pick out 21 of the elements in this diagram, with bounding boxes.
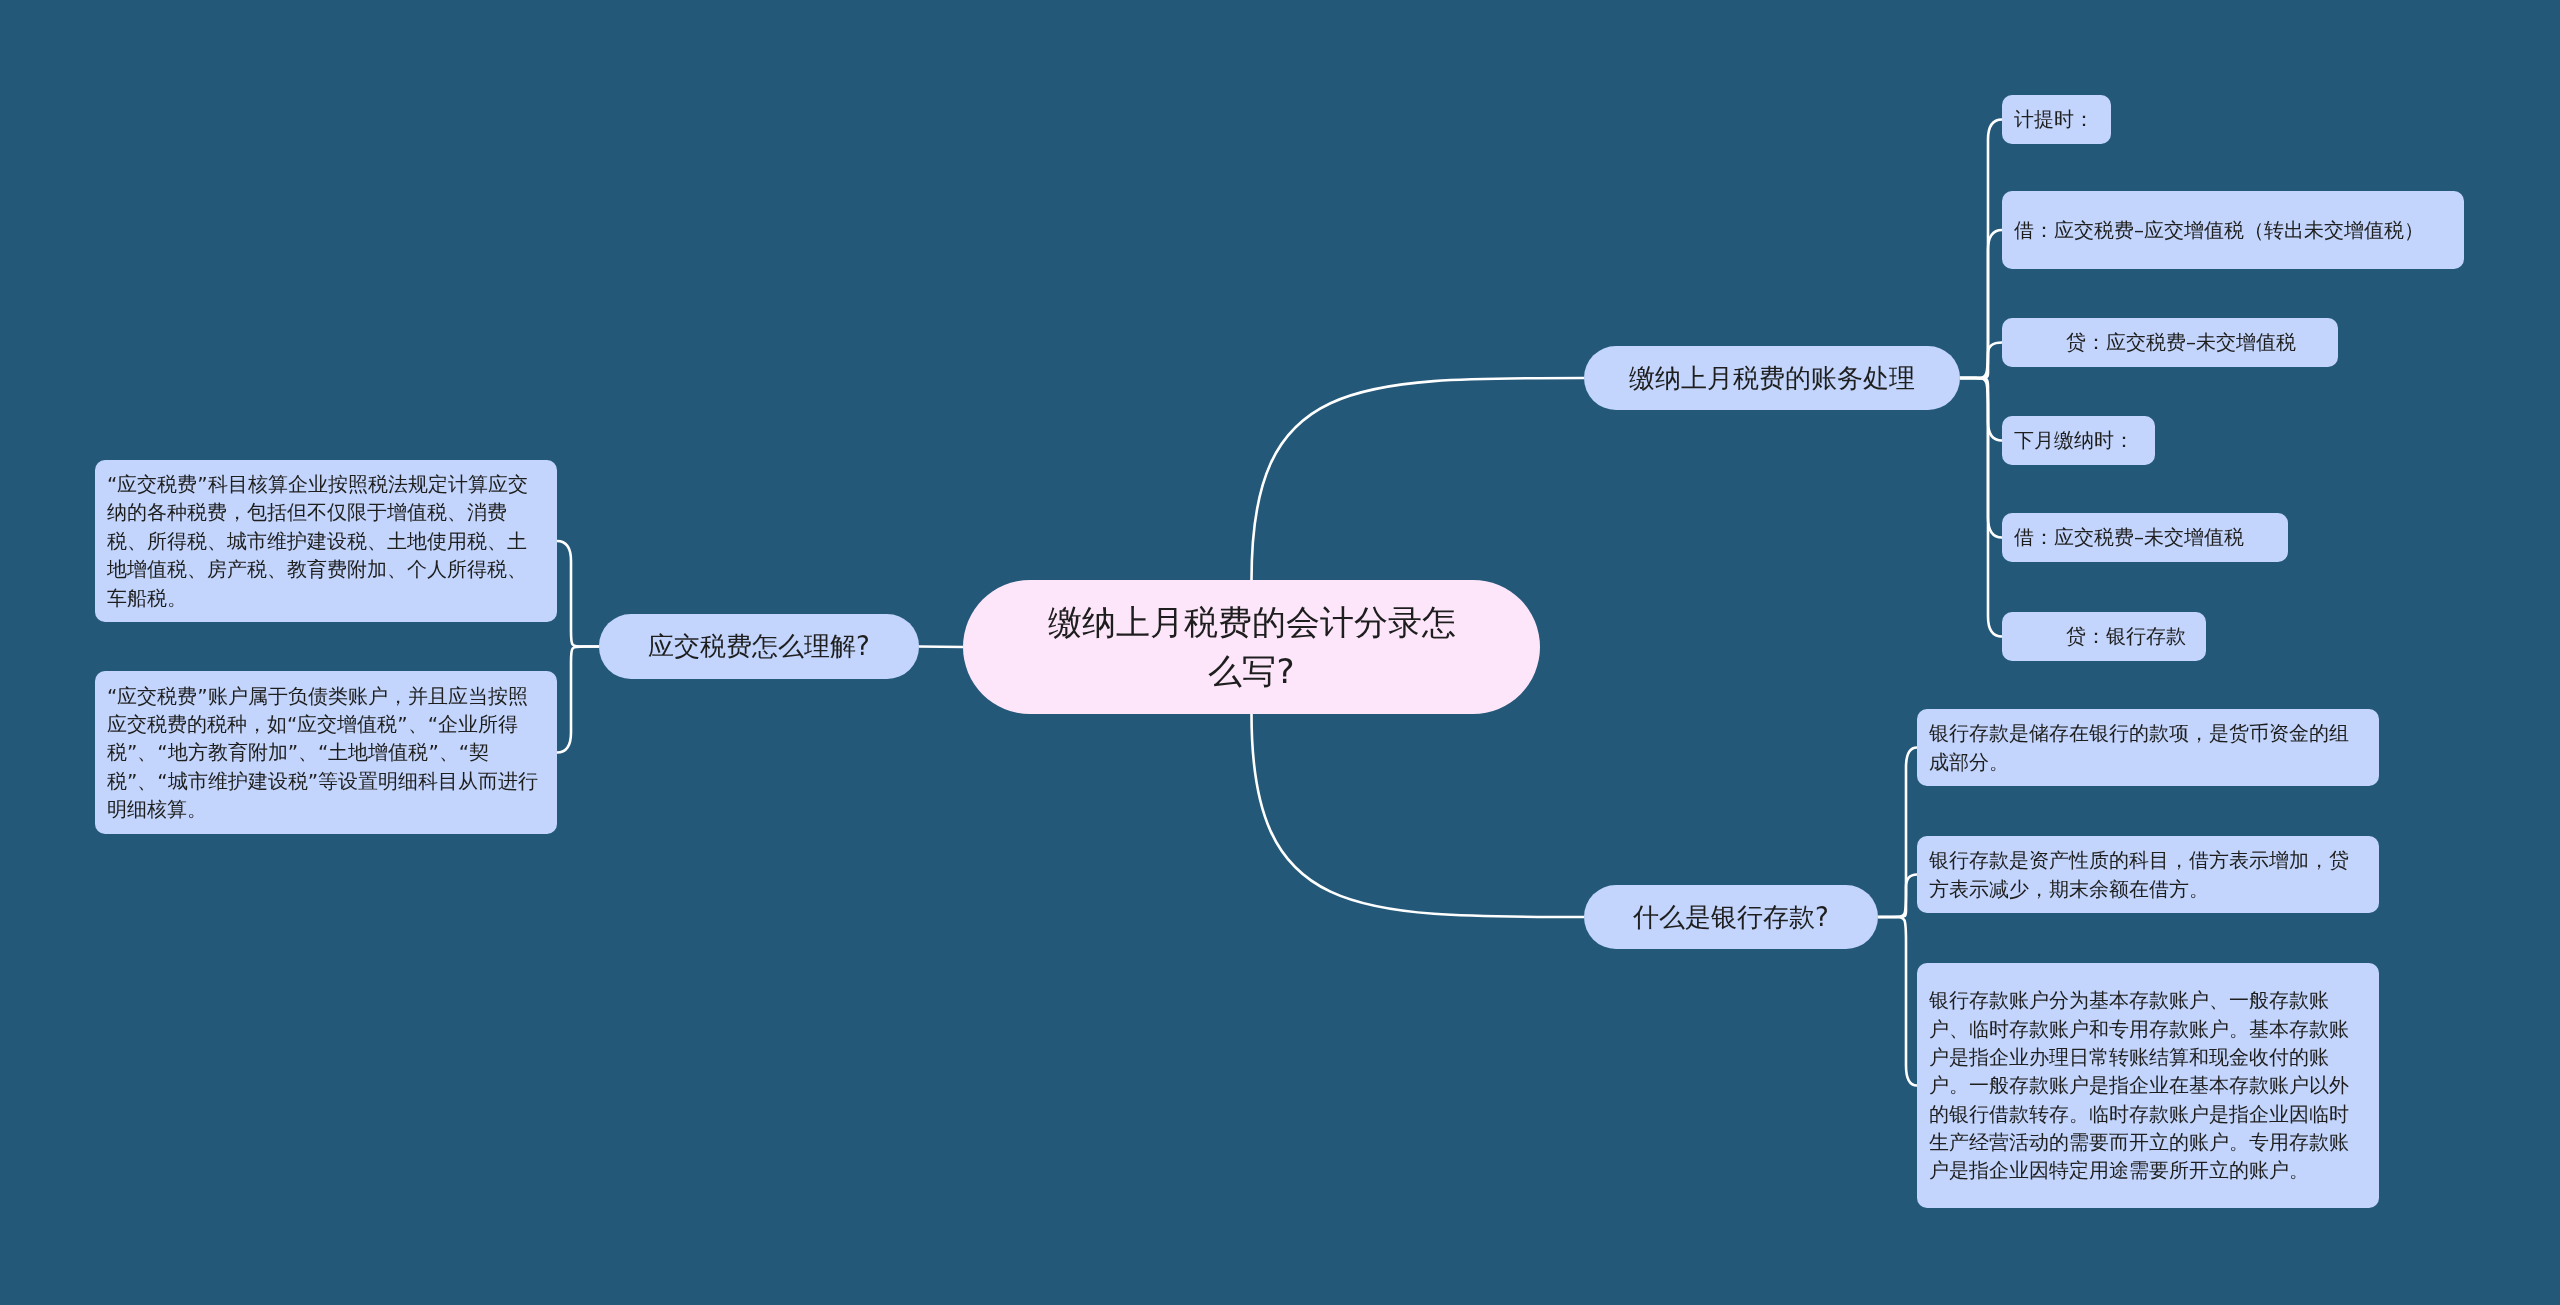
note-box: 计提时： [2002,95,2111,144]
note-box: 贷：银行存款 [2002,612,2206,661]
note-box: 银行存款账户分为基本存款账户、一般存款账户、临时存款账户和专用存款账户。基本存款账户是指企业办理日常转账结算和现金收付的账户。一般存款账户是指企业在基本存款账户以外的银行借款转存。临时存款账户是指企业因临时生产经营活动的需要而开立的账户。专用存款账户是指企业因特定用途需要所开立的账户。 [1917,963,2379,1208]
note-box: “应交税费”科目核算企业按照税法规定计算应交纳的各种税费，包括但不仅限于增值税、消费税、所得税、城市维护建设税、土地使用税、土地增值税、房产税、教育费附加、个人所得税、车船税。 [95,460,557,622]
connector-line [556,645,599,754]
subtopic-box: 什么是银行存款? [1584,885,1878,949]
note-box: 下月缴纳时： [2002,416,2155,465]
connector-line [919,645,963,649]
note-box: 银行存款是储存在银行的款项，是货币资金的组成部分。 [1917,709,2379,786]
note-box: “应交税费”账户属于负债类账户，并且应当按照应交税费的税种，如“应交增值税”、“企业所得税”、“地方教育附加”、“土地增值税”、“契税”、“城市维护建设税”等设置明细科目从而进行明细核算。 [95,671,557,834]
note-box: 借：应交税费–未交增值税 [2002,513,2288,562]
note-box: 银行存款是资产性质的科目，借方表示增加，贷方表示减少，期末余额在借方。 [1917,836,2379,913]
subtopic-box: 应交税费怎么理解? [599,614,919,679]
connector-line [1960,376,2003,638]
connector-line [1250,376,1584,581]
connector-line [1250,713,1584,919]
subtopic-box: 缴纳上月税费的账务处理 [1584,346,1960,410]
topic-box: 缴纳上月税费的会计分录怎么写? [963,580,1540,714]
note-box: 贷：应交税费–未交增值税 [2002,318,2338,367]
connector-line [1878,915,1918,1087]
note-box: 借：应交税费–应交增值税（转出未交增值税） [2002,191,2464,269]
